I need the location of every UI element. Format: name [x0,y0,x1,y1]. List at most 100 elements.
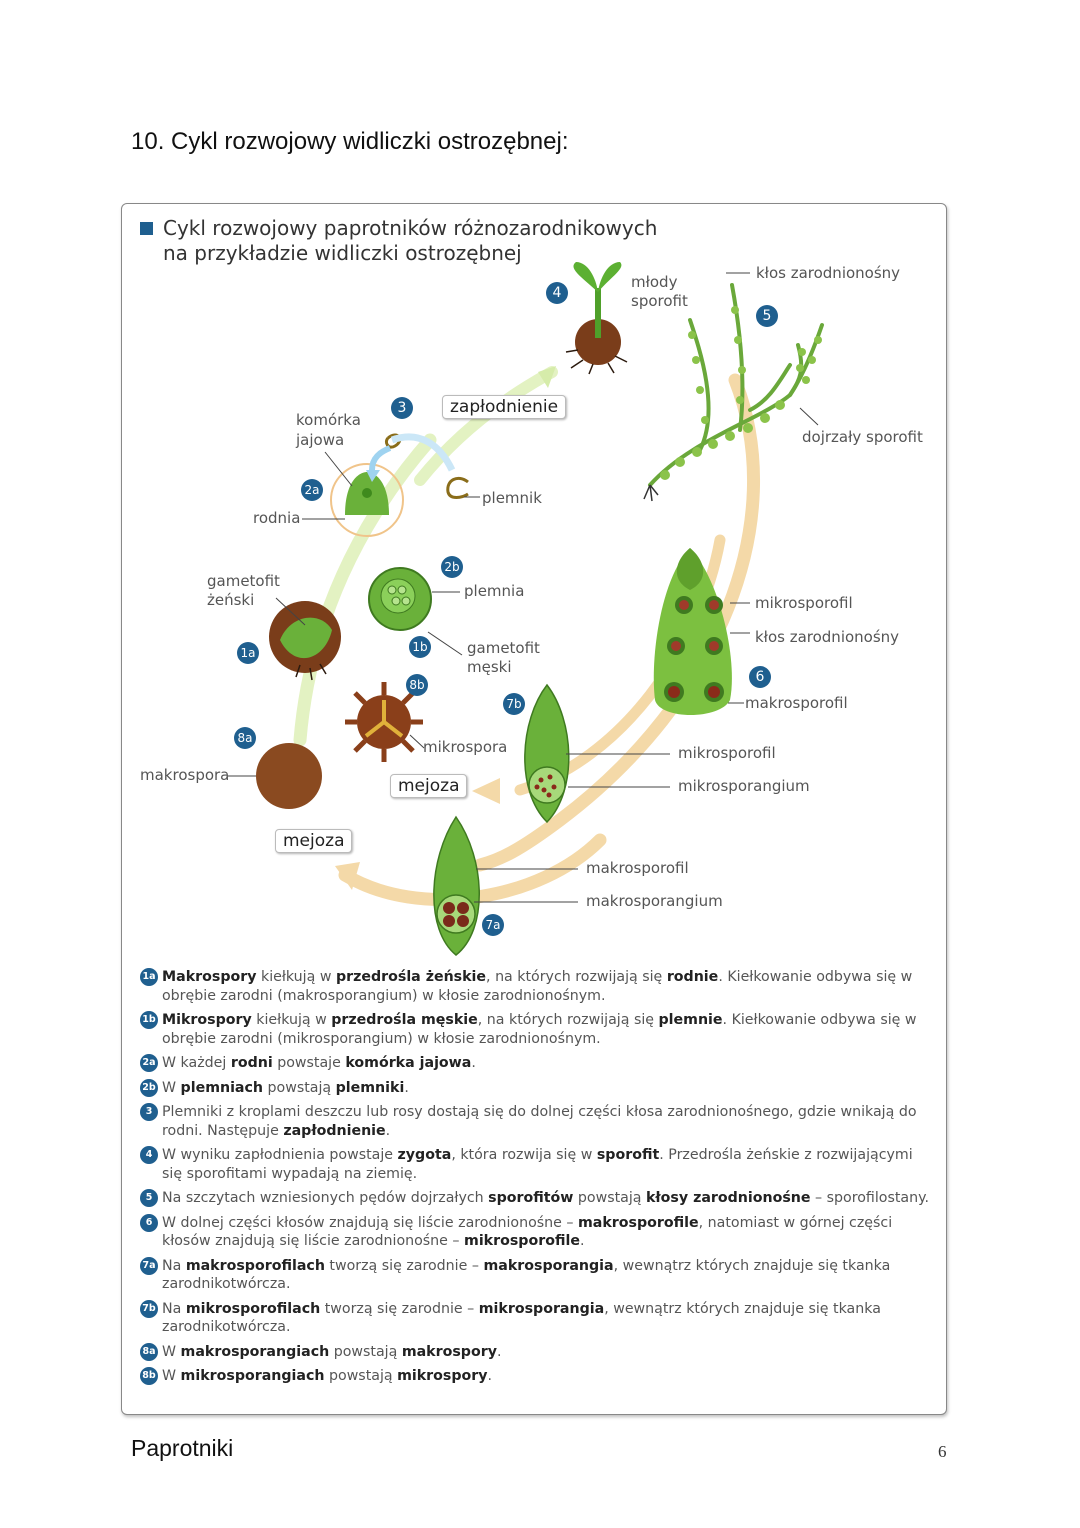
description-text: , natomiast w górnej części kłosów znajd… [162,1214,893,1250]
description-text: kiełkują w [251,1012,332,1028]
description-text: Plemniki z kroplami deszczu lub rosy dos… [162,1104,917,1139]
description-keyword: mikrosporangiach [180,1368,325,1384]
description-keyword: kłosy zarodnionośne [645,1190,811,1206]
description-badge: 4 [140,1146,158,1164]
label-mlody-2: sporofit [631,292,688,310]
heading-line-1: Cykl rozwojowy paprotników różnozarodnik… [163,216,658,240]
label-dojrzaly-sporofit: dojrzały sporofit [802,428,923,446]
description-keyword: Mikrospory [162,1012,252,1028]
badge-8b: 8b [406,674,428,696]
female-gametophyte-illustration [269,601,341,681]
description-text: , na których rozwijają się [477,1012,659,1028]
description-text: powstaje [272,1055,346,1071]
label-gametofit-z-1: gametofit [207,572,280,590]
description-text: . [487,1368,493,1384]
description-badge: 7b [140,1299,158,1318]
description-badge: 6 [140,1213,158,1232]
label-gametofit-m-1: gametofit [467,639,540,657]
description-badge: 2a [140,1054,158,1072]
badge-5: 5 [756,305,778,327]
description-text: kiełkują w [256,969,336,985]
label-klos-mid: kłos zarodnionośny [755,628,900,646]
description-badge: 2b [140,1078,158,1097]
description-keyword: sporofitów [488,1190,574,1206]
description-keyword: plemniki [335,1079,405,1096]
label-gametofit-z-2: żeński [207,591,255,609]
badge-4: 4 [546,282,568,304]
label-mejoza-1: mejoza [390,774,468,798]
cycle-arrowhead-top [538,366,556,388]
label-makrosporofil-low: makrosporofil [586,859,689,877]
description-keyword: plemniach [180,1079,264,1096]
label-komorka-2: jajowa [296,431,345,449]
label-plemnik: plemnik [482,489,542,507]
description-keyword: makrospory [401,1343,497,1360]
description-keyword: rodni [230,1055,273,1071]
badge-2a: 2a [301,479,323,501]
macrosporophyll-illustration [433,815,480,956]
description-keyword: makrosporangiach [180,1343,330,1360]
label-mejoza-2: mejoza [275,829,353,853]
description-text: W [162,1079,181,1096]
label-makrospora: makrospora [140,766,230,784]
description-badge: 7a [140,1256,158,1275]
description-keyword: Makrospory [162,969,257,985]
description-keyword: zygota [397,1147,452,1163]
description-text: – sporofilostany. [810,1190,930,1206]
strobilus-illustration [653,548,732,715]
label-zaplodnienie: zapłodnienie [442,395,567,419]
description-text: powstają [263,1079,336,1096]
macrospore-illustration [256,743,322,809]
description-keyword: makrosporofilach [185,1257,325,1274]
description-keyword: zapłodnienie [283,1122,386,1139]
description-text: Na szczytach wzniesionych pędów dojrzały… [162,1190,489,1206]
label-komorka-1: komórka [296,411,361,429]
description-keyword: makrosporofile [577,1214,699,1231]
description-text: . [385,1122,391,1139]
description-keyword: plemnie [658,1012,723,1028]
badge-8a: 8a [234,727,256,749]
description-text: W każdej [162,1055,231,1071]
description-text: tworzą się zarodnie – [320,1300,479,1317]
description-badge: 8a [140,1342,158,1361]
description-text: , która rozwija się w [451,1147,597,1163]
fertilization-illustration [330,433,469,537]
microsporophyll-illustration [524,683,570,824]
description-text: powstają [329,1343,402,1360]
description-badge: 1a [140,968,158,986]
description-badge: 5 [140,1189,158,1207]
description-text: . [471,1055,476,1071]
description-text: W [162,1368,181,1384]
description-keyword: mikrospory [397,1368,488,1384]
description-keyword: rodnie [666,969,719,985]
label-mikrosporangium: mikrosporangium [678,777,810,795]
description-badge: 8b [140,1367,158,1385]
heading-square-marker [140,222,153,235]
description-text: . Kiełkowanie odbywa się w obrębie zarod… [162,1012,917,1047]
male-gametophyte-illustration [368,567,432,631]
label-makrosporofil-mid: makrosporofil [745,694,848,712]
description-text: . [579,1233,585,1249]
description-text: . [496,1343,502,1360]
description-keyword: mikrosporofile [464,1233,580,1249]
description-text: Na [162,1300,186,1317]
footer-section-title: Paprotniki [131,1435,234,1461]
description-keyword: sporofit [596,1147,660,1163]
label-makrosporangium: makrosporangium [586,892,723,910]
description-keyword: przedrośla żeńskie [335,969,487,985]
label-mlody-1: młody [631,273,678,291]
cycle-arrow-green-left [293,433,437,747]
description-text: W dolnej części kłosów znajdują się liśc… [162,1214,578,1231]
description-text: tworzą się zarodnie – [324,1257,484,1274]
description-keyword: mikrosporangia [478,1300,605,1317]
description-keyword: komórka jajowa [345,1055,472,1071]
description-text: . [404,1079,409,1096]
label-mikrospora: mikrospora [423,738,508,756]
